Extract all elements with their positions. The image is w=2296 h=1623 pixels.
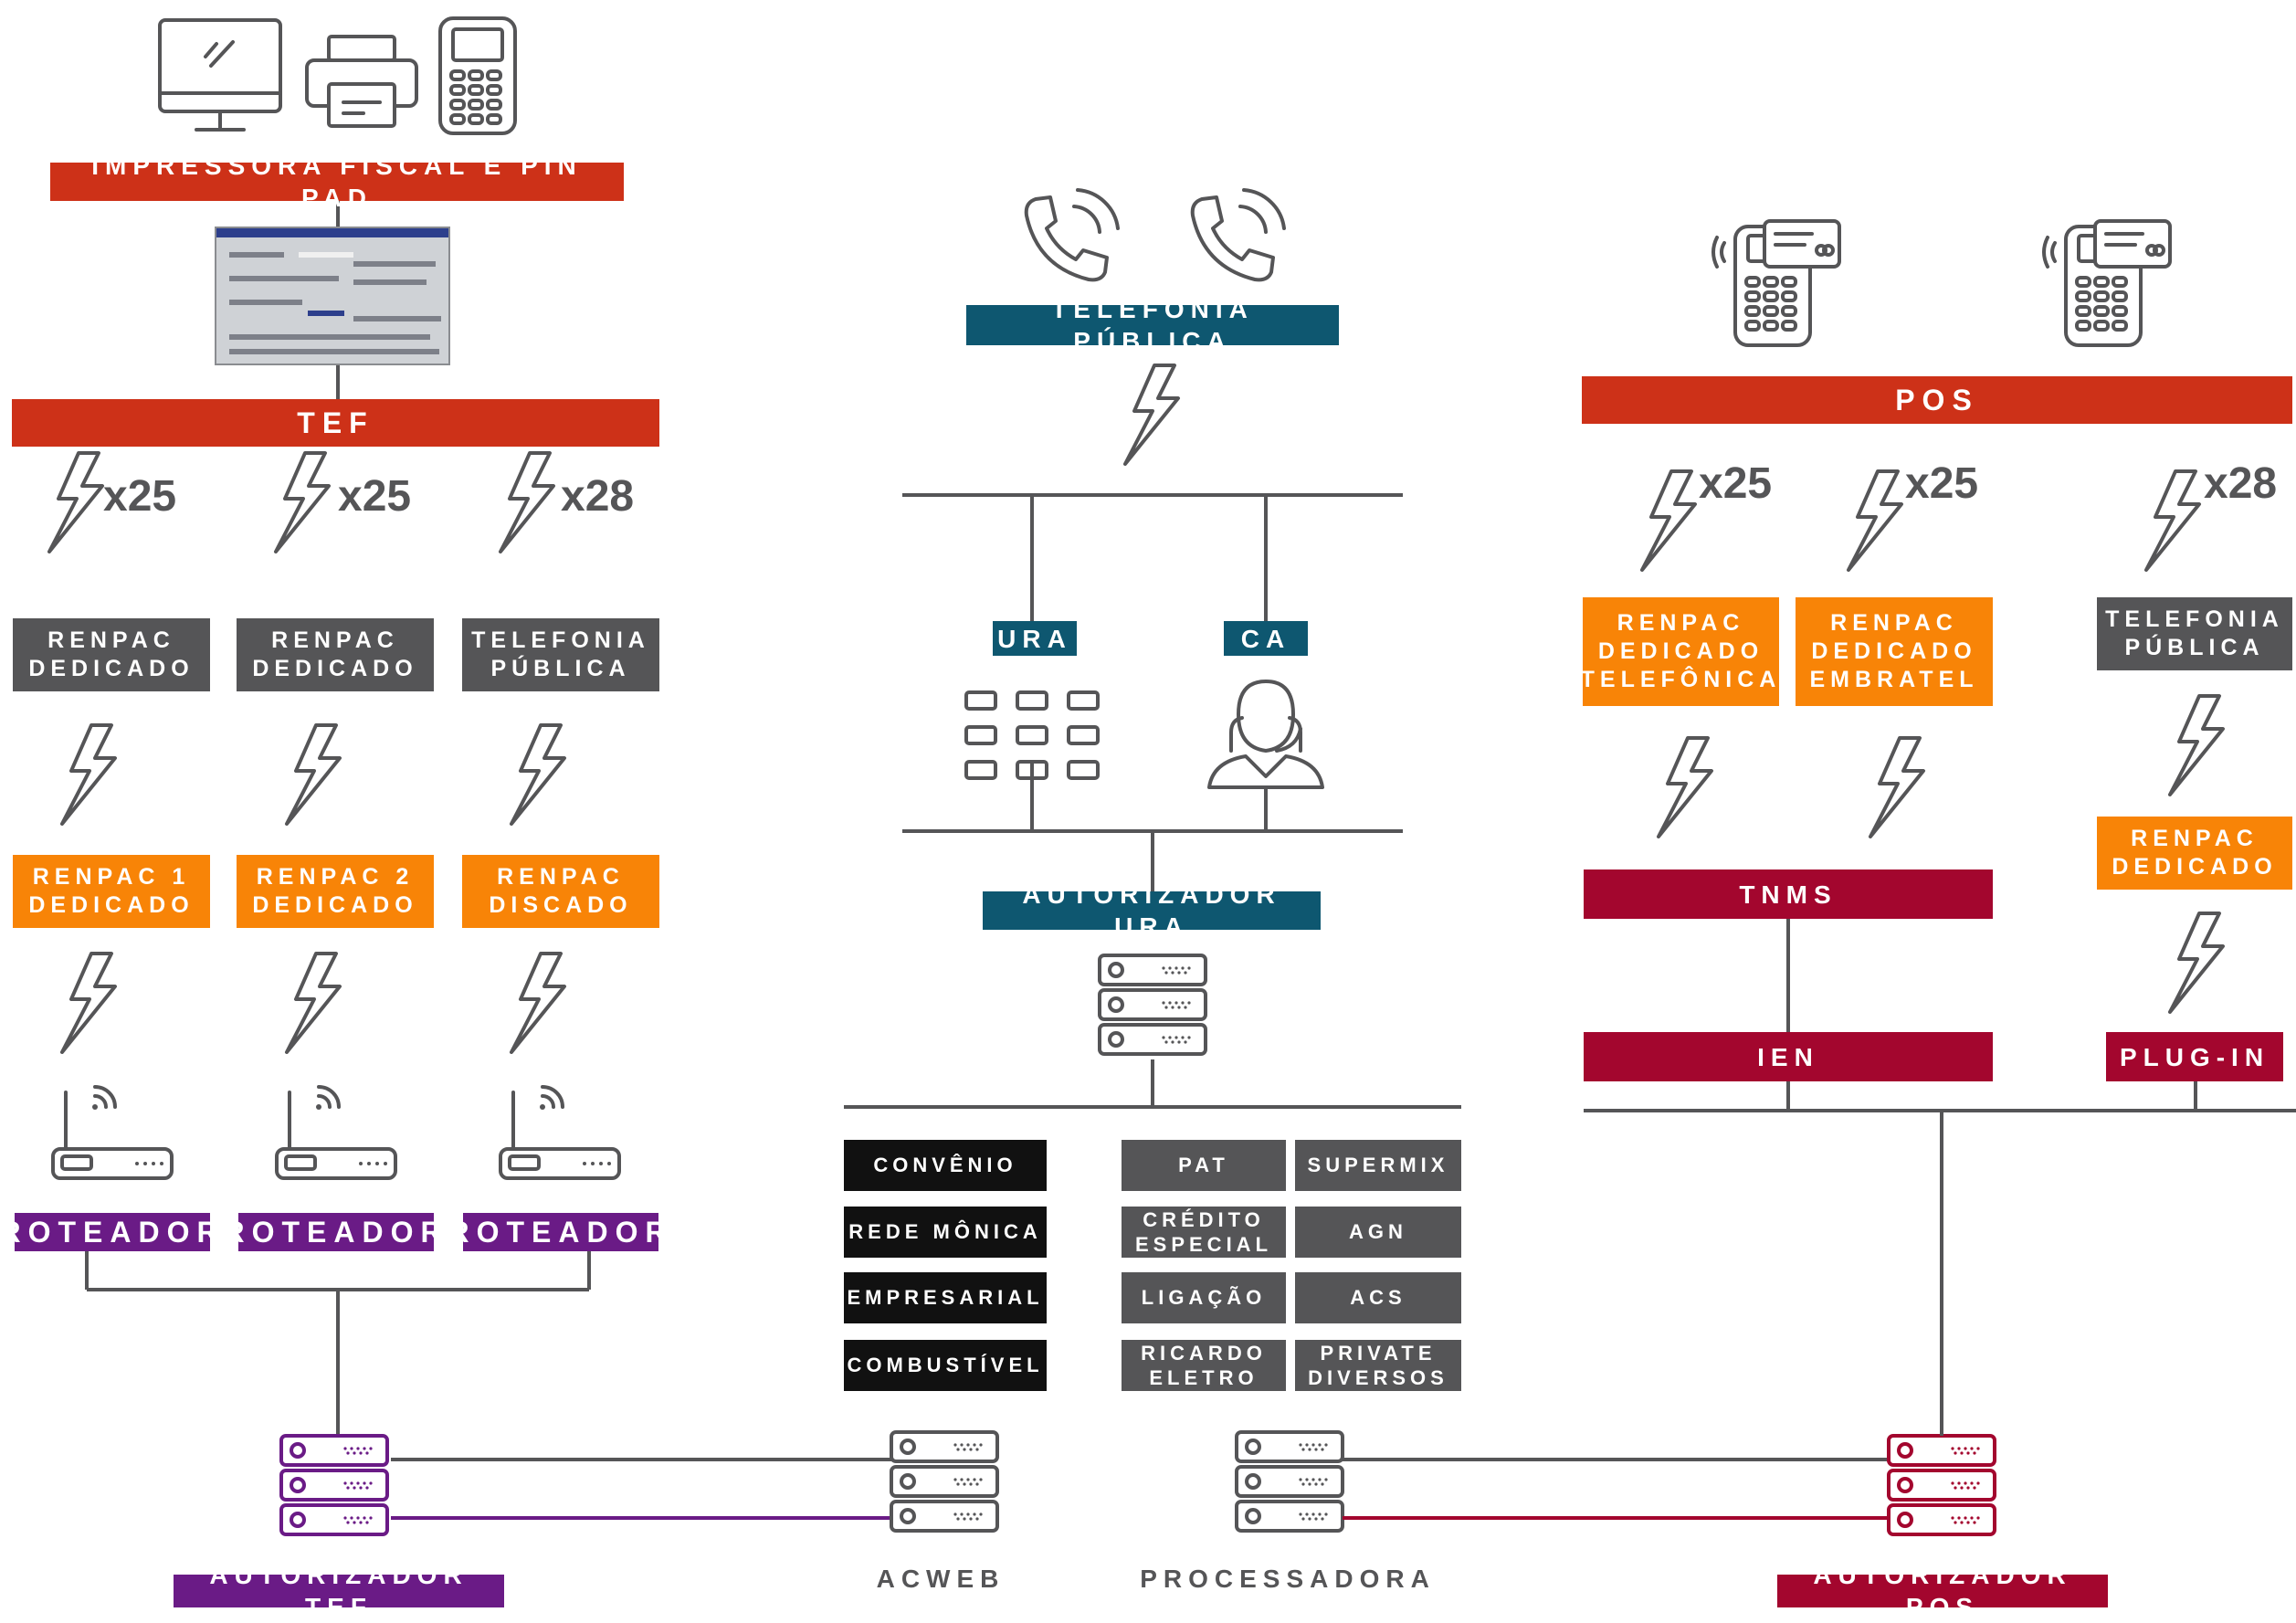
tnms-label: TNMS bbox=[1584, 869, 1993, 919]
tef-renpac-discado: RENPAC DISCADO bbox=[462, 855, 659, 928]
pos-renpac-dedicado-telefonica: RENPAC DEDICADO TELEFÔNICA bbox=[1581, 597, 1779, 706]
lightning-icon bbox=[510, 952, 566, 1054]
ien-label: IEN bbox=[1584, 1032, 1993, 1081]
autorizador-pos-label: AUTORIZADOR POS bbox=[1777, 1561, 2108, 1621]
autorizador-ura-server bbox=[1098, 954, 1207, 1056]
autorizador-tef-server bbox=[279, 1434, 389, 1536]
lightning-icon bbox=[274, 451, 331, 553]
telefonia-publica-label: TELEFONIA PÚBLICA bbox=[966, 295, 1339, 355]
pinpad-icon bbox=[438, 16, 517, 135]
pos-multiplier-1: x25 bbox=[1699, 459, 1773, 508]
lightning-icon bbox=[2144, 469, 2201, 572]
lightning-icon bbox=[285, 952, 342, 1054]
printer-icon bbox=[305, 35, 418, 128]
ura-label: URA bbox=[993, 621, 1077, 656]
service-ligacao: LIGAÇÃO bbox=[1122, 1272, 1286, 1323]
service-credito-especial: CRÉDITO ESPECIAL bbox=[1122, 1207, 1286, 1258]
pos-terminal-icon bbox=[1711, 219, 1841, 347]
router-icon bbox=[51, 1085, 174, 1180]
service-supermix: SUPERMIX bbox=[1295, 1140, 1461, 1191]
monitor-icon bbox=[158, 18, 282, 132]
tef-multiplier-1: x25 bbox=[103, 472, 177, 521]
autorizador-pos-server bbox=[1887, 1434, 1996, 1536]
ca-label: CA bbox=[1224, 621, 1308, 656]
tef-renpac-1-dedicado: RENPAC 1 DEDICADO bbox=[13, 855, 210, 928]
tef-telefonia-publica: TELEFONIA PÚBLICA bbox=[462, 618, 659, 691]
pos-multiplier-3: x28 bbox=[2204, 459, 2278, 508]
lightning-icon bbox=[1657, 736, 1713, 838]
lightning-icon bbox=[1847, 469, 1903, 572]
tef-renpac-dedicado-2: RENPAC DEDICADO bbox=[237, 618, 434, 691]
lightning-icon bbox=[285, 723, 342, 826]
service-pat: PAT bbox=[1122, 1140, 1286, 1191]
router-icon bbox=[275, 1085, 397, 1180]
autorizador-tef-label: AUTORIZADOR TEF bbox=[174, 1561, 504, 1621]
lightning-icon bbox=[499, 451, 555, 553]
roteador-label-3: ROTEADOR bbox=[448, 1213, 667, 1251]
plug-in-label: PLUG-IN bbox=[2106, 1032, 2283, 1081]
service-ricardo-eletro: RICARDO ELETRO bbox=[1122, 1340, 1286, 1391]
pos-label: POS bbox=[1582, 376, 2292, 424]
service-acs: ACS bbox=[1295, 1272, 1461, 1323]
lightning-icon bbox=[1123, 364, 1180, 466]
pos-renpac-dedicado: RENPAC DEDICADO bbox=[2097, 817, 2292, 890]
pos-multiplier-2: x25 bbox=[1905, 459, 1979, 508]
phone-icon bbox=[1024, 188, 1120, 282]
lightning-icon bbox=[60, 723, 117, 826]
lightning-icon bbox=[2168, 912, 2225, 1014]
pos-telefonia-publica: TELEFONIA PÚBLICA bbox=[2097, 597, 2292, 670]
router-icon bbox=[499, 1085, 621, 1180]
tef-renpac-dedicado-1: RENPAC DEDICADO bbox=[13, 618, 210, 691]
tef-label: TEF bbox=[12, 399, 659, 447]
lightning-icon bbox=[510, 723, 566, 826]
pos-renpac-dedicado-embratel: RENPAC DEDICADO EMBRATEL bbox=[1796, 597, 1993, 706]
tef-renpac-2-dedicado: RENPAC 2 DEDICADO bbox=[237, 855, 434, 928]
lightning-icon bbox=[60, 952, 117, 1054]
processadora-server bbox=[1235, 1430, 1344, 1533]
acweb-label: ACWEB bbox=[876, 1564, 1006, 1593]
lightning-icon bbox=[47, 451, 104, 553]
service-agn: AGN bbox=[1295, 1207, 1461, 1258]
service-combustivel: COMBUSTÍVEL bbox=[844, 1340, 1047, 1391]
roteador-label-1: ROTEADOR bbox=[0, 1213, 218, 1251]
tef-multiplier-2: x25 bbox=[338, 472, 412, 521]
tef-multiplier-3: x28 bbox=[561, 472, 635, 521]
impressora-fiscal-label: IMPRESSORA FISCAL E PIN PAD bbox=[50, 152, 624, 212]
service-convenio: CONVÊNIO bbox=[844, 1140, 1047, 1191]
service-rede-monica: REDE MÔNICA bbox=[844, 1207, 1047, 1258]
operator-icon bbox=[1207, 680, 1324, 789]
pos-terminal-icon bbox=[2042, 219, 2172, 347]
processadora-label: PROCESSADORA bbox=[1140, 1564, 1436, 1593]
acweb-server bbox=[890, 1430, 999, 1533]
lightning-icon bbox=[1869, 736, 1925, 838]
phone-icon bbox=[1190, 188, 1286, 282]
tef-software-screenshot bbox=[215, 227, 450, 365]
lightning-icon bbox=[2168, 694, 2225, 796]
lightning-icon bbox=[1640, 469, 1697, 572]
service-empresarial: EMPRESARIAL bbox=[844, 1272, 1047, 1323]
roteador-label-2: ROTEADOR bbox=[223, 1213, 442, 1251]
autorizador-ura-label: AUTORIZADOR URA bbox=[983, 880, 1321, 941]
service-private-diversos: PRIVATE DIVERSOS bbox=[1295, 1340, 1461, 1391]
